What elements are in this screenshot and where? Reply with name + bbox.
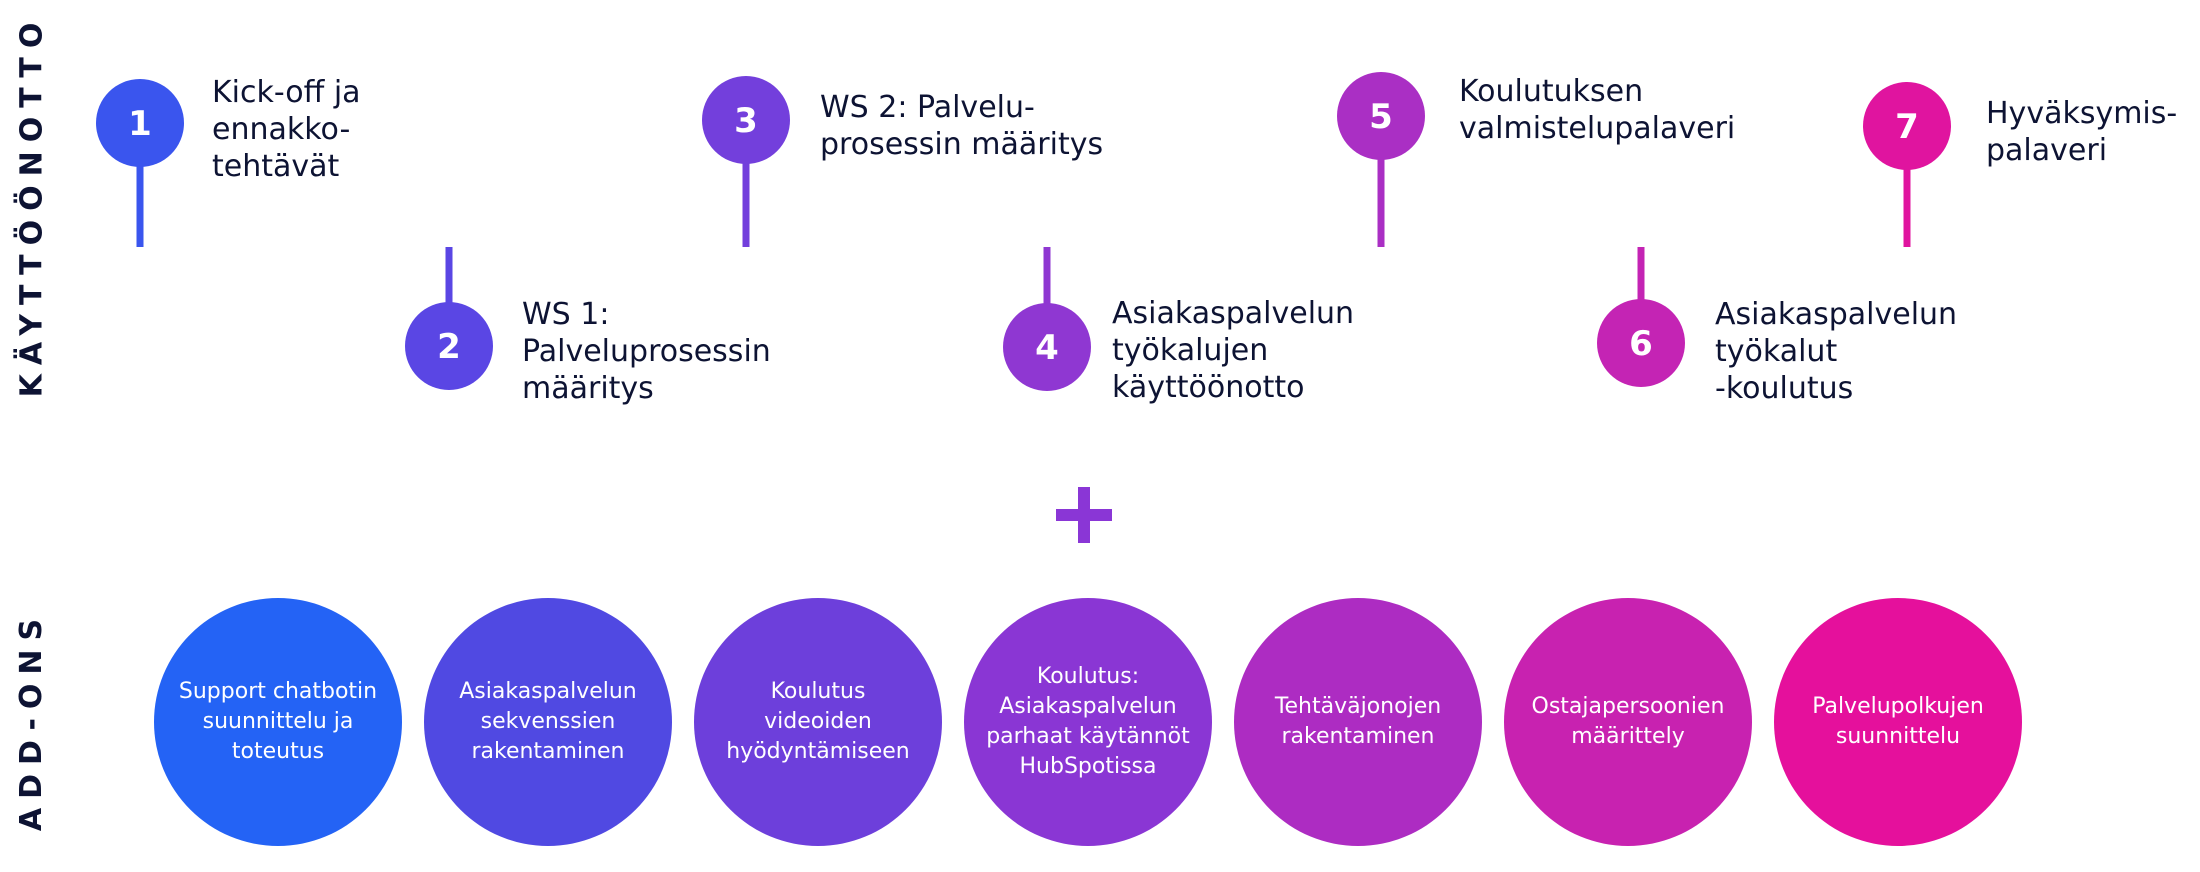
step-5-circle bbox=[1337, 72, 1425, 160]
step-3-circle bbox=[702, 76, 790, 164]
timeline-step-4: 4 bbox=[1003, 247, 1091, 391]
timeline-step-1: 1 bbox=[96, 79, 184, 247]
timeline-step-3: 3 bbox=[702, 76, 790, 247]
timeline-step-7: 7 bbox=[1863, 82, 1951, 247]
addon-sequences: Asiakaspalvelun sekvenssien rakentaminen bbox=[424, 598, 672, 846]
addon-video-training-label: Koulutus videoiden hyödyntämiseen bbox=[726, 679, 910, 764]
step-6-label: Asiakaspalvelun työkalut -koulutus bbox=[1715, 297, 1958, 406]
step-4-label: Asiakaspalvelun työkalujen käyttöönotto bbox=[1112, 296, 1355, 405]
plus-icon-vertical bbox=[1078, 487, 1090, 543]
step-2-label: WS 1: Palveluprosessin määritys bbox=[522, 297, 771, 406]
timeline-step-6: 6 bbox=[1597, 247, 1685, 387]
step-3-number: 3 bbox=[734, 101, 758, 141]
step-7-circle bbox=[1863, 82, 1951, 170]
addon-task-queues-label: Tehtäväjonojen rakentaminen bbox=[1274, 694, 1442, 749]
step-4-number: 4 bbox=[1035, 328, 1059, 368]
addon-best-practices: Koulutus: Asiakaspalvelun parhaat käytän… bbox=[964, 598, 1212, 846]
addon-buyer-personas-label: Ostajapersoonien määrittely bbox=[1531, 694, 1725, 749]
step-6-number: 6 bbox=[1629, 324, 1653, 364]
step-4-circle bbox=[1003, 303, 1091, 391]
addon-sequences-label: Asiakaspalvelun sekvenssien rakentaminen bbox=[459, 679, 637, 764]
addon-service-journeys-label: Palvelupolkujen suunnittelu bbox=[1812, 694, 1984, 749]
step-1-circle bbox=[96, 79, 184, 167]
addon-chatbot-label: Support chatbotin suunnittelu ja toteutu… bbox=[178, 679, 378, 764]
timeline: 1 2 3 4 5 6 7 bbox=[96, 72, 2128, 391]
plus-icon bbox=[1056, 487, 1112, 543]
addon-buyer-personas: Ostajapersoonien määrittely bbox=[1504, 598, 1752, 846]
step-3-label: WS 2: Palvelu- prosessin määritys bbox=[820, 90, 1104, 162]
step-1-number: 1 bbox=[128, 104, 152, 144]
step-6-circle bbox=[1597, 299, 1685, 387]
step-7-number: 7 bbox=[1895, 107, 1919, 147]
timeline-step-2: 2 bbox=[405, 247, 493, 390]
step-2-number: 2 bbox=[437, 327, 461, 367]
step-2-circle bbox=[405, 302, 493, 390]
section-label-addons: ADD-ONS bbox=[8, 600, 56, 840]
step-1-label: Kick-off ja ennakko- tehtävät bbox=[212, 75, 361, 184]
timeline-step-5: 5 bbox=[1337, 72, 1425, 247]
step-5-label: Koulutuksen valmistelupalaveri bbox=[1459, 74, 1736, 146]
step-5-number: 5 bbox=[1369, 97, 1393, 137]
step-7-label: Hyväksymis- palaveri bbox=[1986, 96, 2178, 168]
addon-chatbot: Support chatbotin suunnittelu ja toteutu… bbox=[154, 598, 402, 846]
section-label-addons-text: ADD-ONS bbox=[14, 609, 50, 831]
addon-task-queues: Tehtäväjonojen rakentaminen bbox=[1234, 598, 1482, 846]
addon-service-journeys: Palvelupolkujen suunnittelu bbox=[1774, 598, 2022, 846]
addon-best-practices-label: Koulutus: Asiakaspalvelun parhaat käytän… bbox=[986, 664, 1190, 779]
addon-video-training: Koulutus videoiden hyödyntämiseen bbox=[694, 598, 942, 846]
